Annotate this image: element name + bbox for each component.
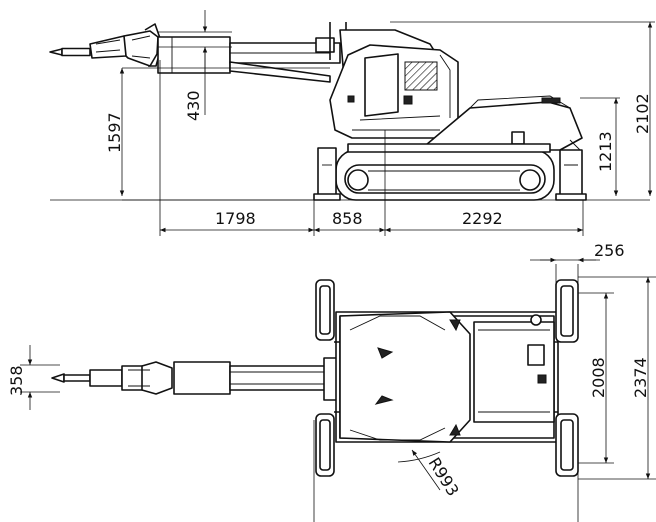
top-outrigger-front-lower: [315, 413, 335, 477]
dim-track-width: 256: [594, 241, 625, 260]
dim-boom-offset: 430: [184, 90, 203, 121]
dim-front-reach: 1798: [215, 209, 256, 228]
side-arm: [157, 22, 347, 83]
side-track: [335, 143, 555, 201]
dim-arm-height: 1597: [105, 112, 124, 153]
side-view: 430 1597 1213 2102 1798 858 2292: [49, 10, 655, 236]
dim-rear-length: 2292: [462, 209, 503, 228]
dim-total-height: 2102: [633, 93, 652, 134]
top-dimensions: [20, 257, 656, 522]
side-dimensions: [50, 10, 655, 236]
top-outrigger-rear-upper: [555, 279, 579, 343]
dim-mid-length: 858: [332, 209, 363, 228]
dim-outrigger-outer: 2374: [631, 357, 650, 398]
dim-breaker-width: 358: [7, 365, 26, 396]
top-body: [335, 311, 559, 443]
top-outrigger-rear-lower: [555, 413, 579, 477]
top-outrigger-front-upper: [315, 279, 335, 341]
top-view: 256 358 2008 2374 R993: [7, 241, 656, 522]
dim-height-to-body: 1213: [596, 131, 615, 172]
side-breaker-tool: [49, 23, 163, 67]
top-breaker-tool: [51, 361, 173, 395]
dim-outrigger-inner: 2008: [589, 357, 608, 398]
slew-radius-arc: [397, 451, 441, 463]
side-outrigger-front: [313, 147, 341, 201]
side-cabin: [329, 44, 459, 139]
